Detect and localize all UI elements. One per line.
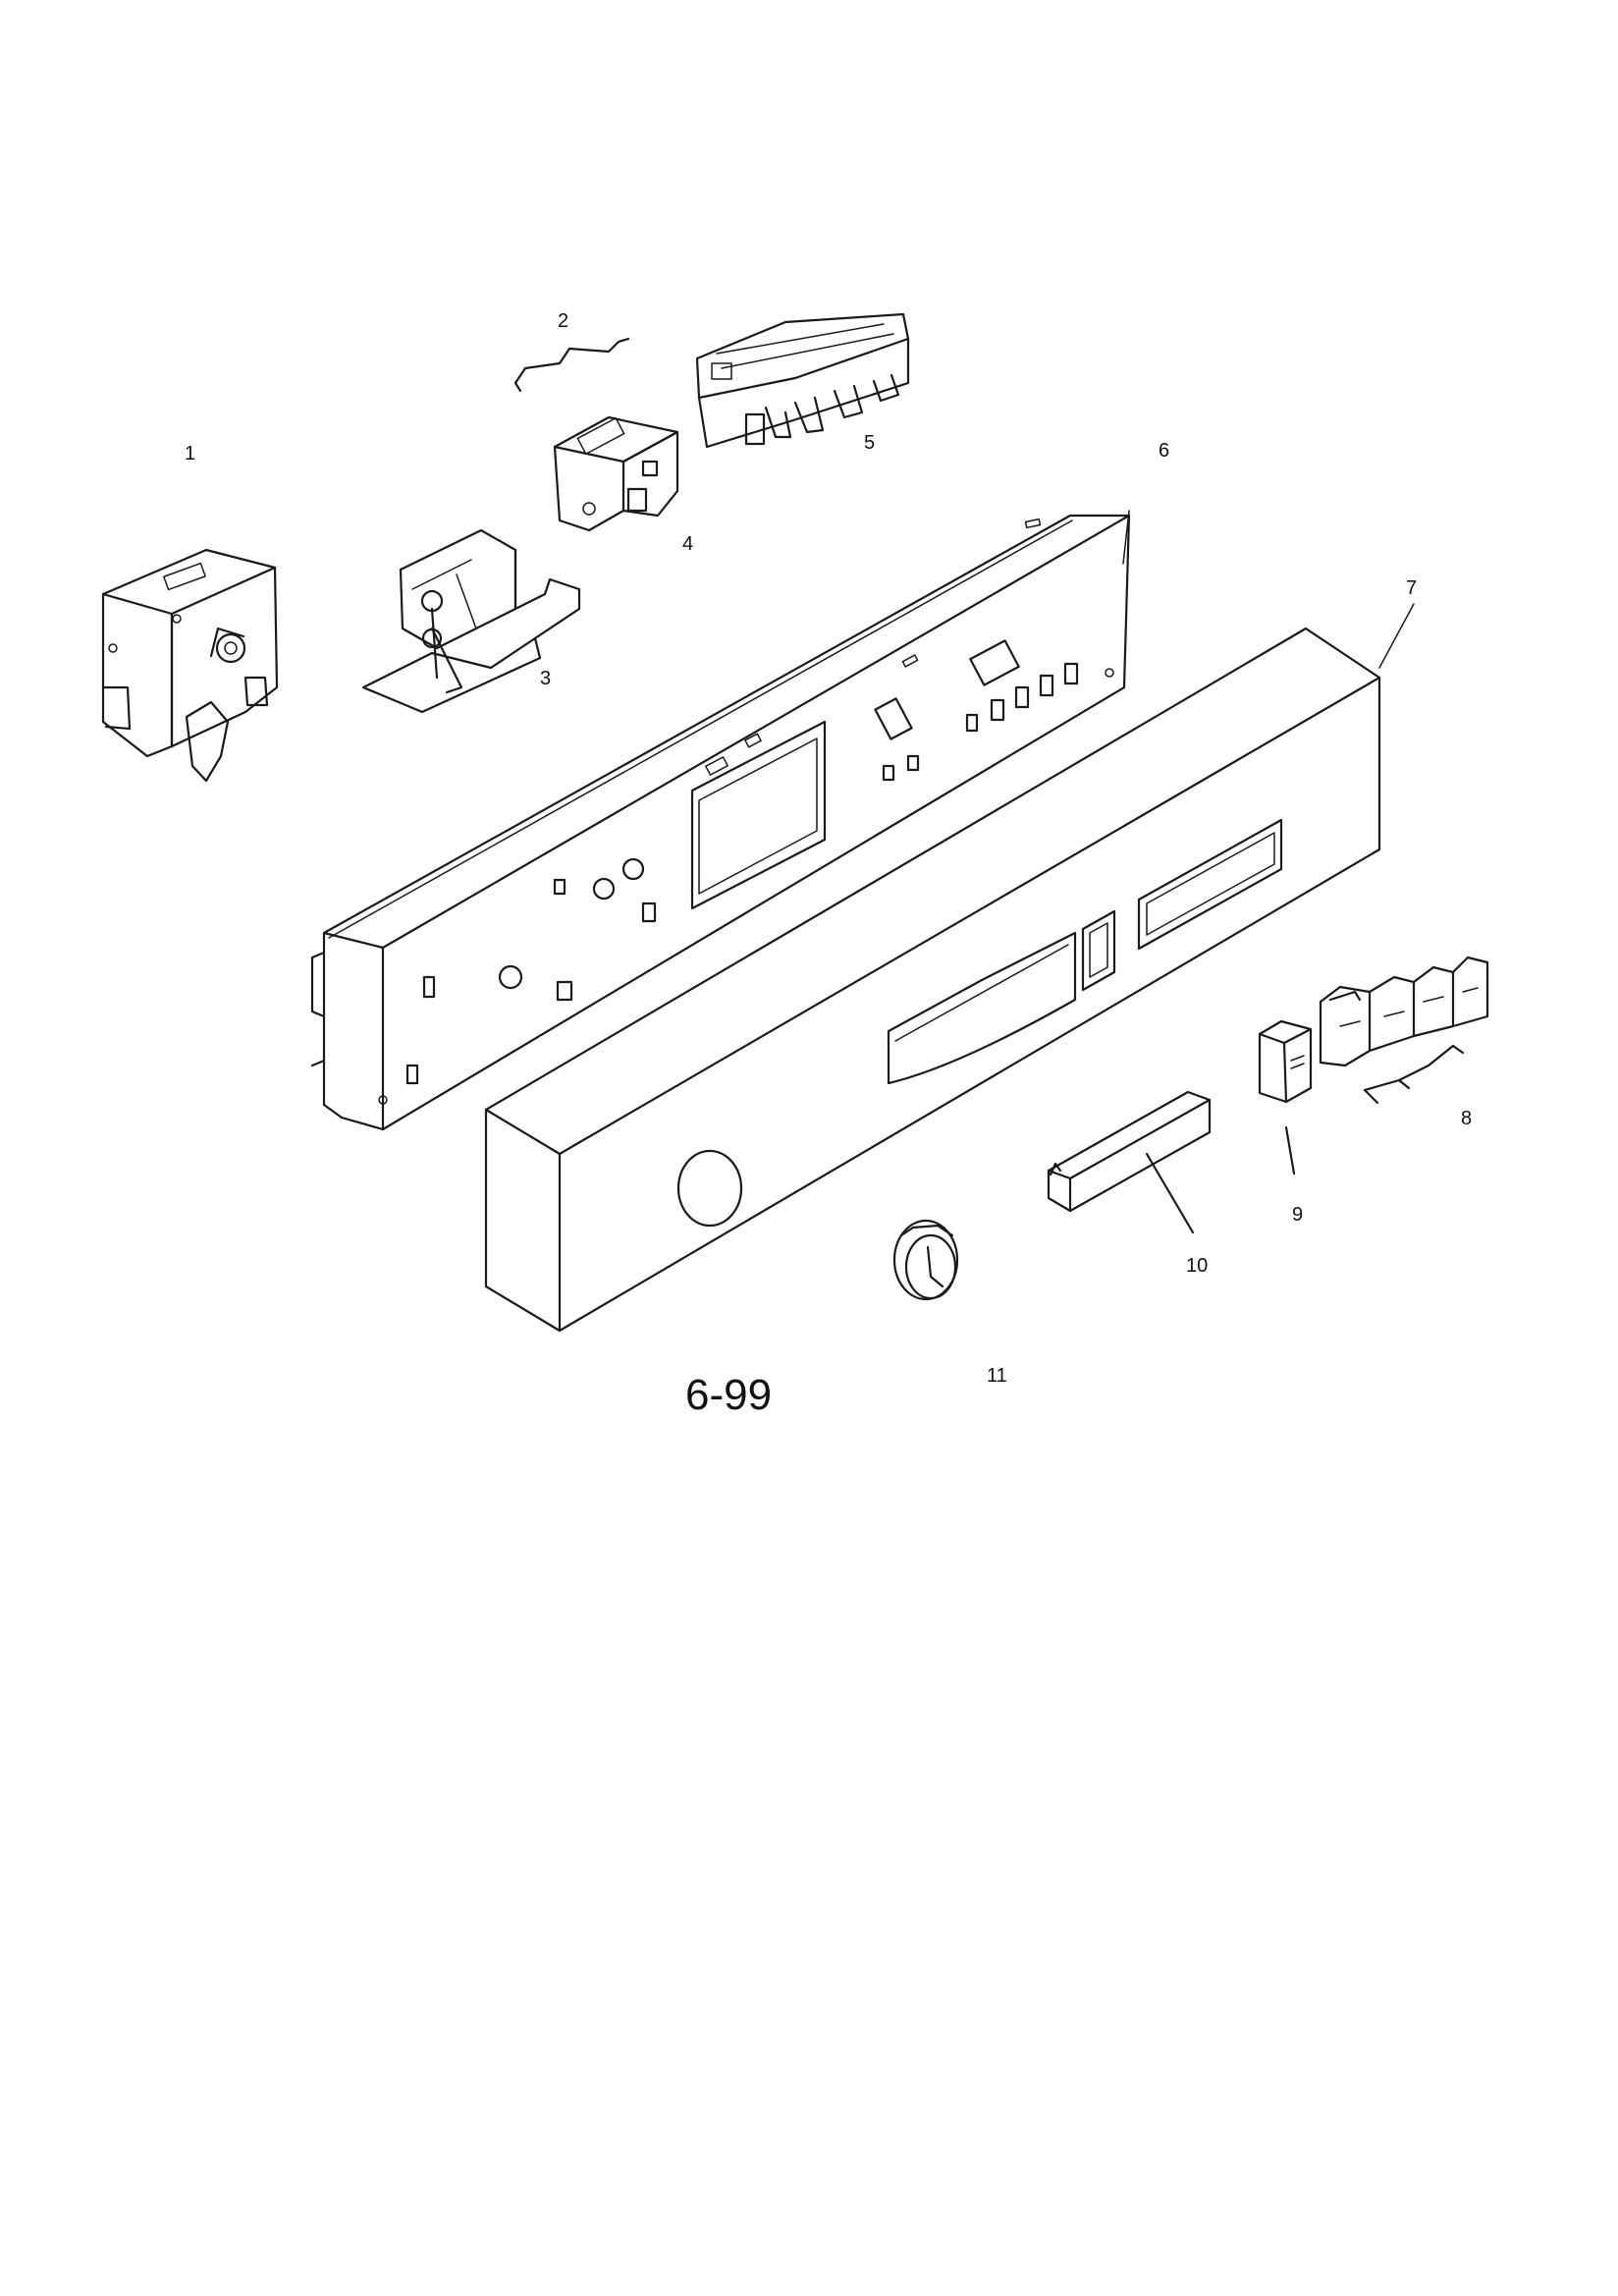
part-6-control-panel-frame <box>310 514 1131 1131</box>
callout-7: 7 <box>1406 577 1417 599</box>
part-5-pushbutton-switch-block <box>695 312 910 449</box>
part-2-wire-clip <box>513 337 630 393</box>
part-4-switch-block <box>553 415 679 532</box>
part-8-button-set <box>1319 956 1489 1105</box>
part-1-timer-module <box>101 548 279 783</box>
part-10-trim-strip <box>1047 1090 1212 1234</box>
callout-2: 2 <box>558 310 568 332</box>
callout-3: 3 <box>540 668 551 689</box>
callout-4: 4 <box>682 533 693 555</box>
callout-6: 6 <box>1159 440 1169 462</box>
callout-11: 11 <box>987 1365 1007 1387</box>
callout-5: 5 <box>864 432 875 454</box>
callout-8: 8 <box>1461 1108 1472 1129</box>
leader-line-7 <box>1378 603 1415 669</box>
part-9-single-button <box>1258 1019 1313 1175</box>
callout-9: 9 <box>1292 1204 1303 1226</box>
part-11-knob <box>892 1219 959 1301</box>
page-label: 6-99 <box>685 1371 772 1419</box>
part-7-front-fascia-panel <box>484 627 1381 1333</box>
leader-line-6 <box>1122 510 1130 565</box>
callout-10: 10 <box>1186 1255 1208 1277</box>
callout-1: 1 <box>185 443 195 465</box>
part-3-bracket-housing <box>361 528 581 714</box>
